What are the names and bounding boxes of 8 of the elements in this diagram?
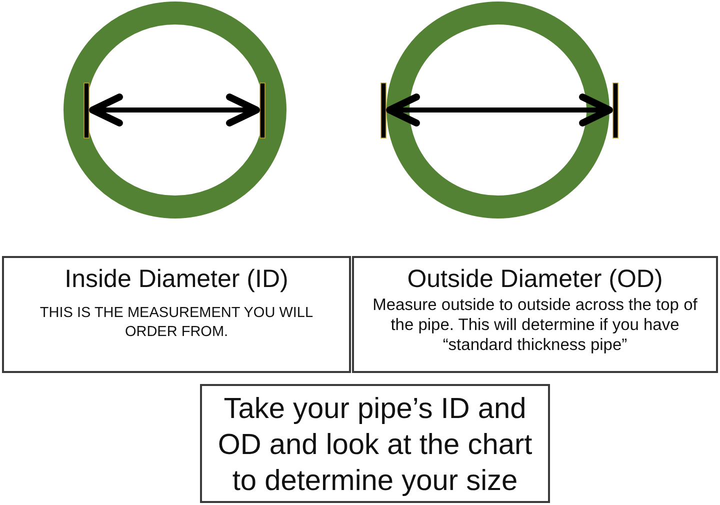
instruction-text: Take your pipe’s ID and OD and look at the chart to determine your size <box>216 392 534 499</box>
box-heading: Outside Diameter (OD) <box>406 264 664 294</box>
text-box <box>2 256 351 373</box>
box-heading: Inside Diameter (ID) <box>64 264 290 294</box>
text-box <box>200 384 550 503</box>
text-box <box>352 256 718 373</box>
box-text: THIS IS THE MEASUREMENT YOU WILL ORDER FROM. <box>38 304 314 342</box>
box-text: Measure outside to outside across the top of the pipe. This will determine if you have “standard thickness pipe” <box>372 295 698 355</box>
